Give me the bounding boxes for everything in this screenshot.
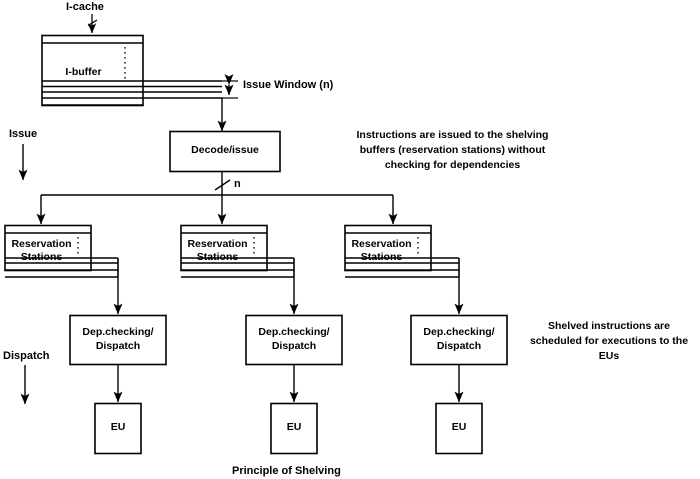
decode-to-bus-connector xyxy=(214,171,231,195)
reservation-station-box-2 xyxy=(180,224,295,278)
eu-box-1 xyxy=(94,402,142,455)
issue-annotation: Instructions are issued to the shelving … xyxy=(325,128,580,174)
issue-window-lines xyxy=(42,80,238,106)
dep-checking-box-2 xyxy=(245,314,343,366)
issue-window-label: Issue Window (n) xyxy=(243,79,334,91)
ibuffer-box xyxy=(41,34,144,107)
eu-box-2 xyxy=(270,402,318,455)
issue-label: Issue xyxy=(9,128,38,140)
dep-checking-box-1 xyxy=(69,314,167,366)
dispatch-annotation-text: Shelved instructions are scheduled for e… xyxy=(529,320,689,363)
bus-width-label: n xyxy=(234,178,241,190)
diagram-caption: Principle of Shelving xyxy=(232,465,341,477)
icache-arrow xyxy=(87,14,98,34)
issue-annotation-text: Instructions are issued to the shelving … xyxy=(356,129,549,172)
dep-checking-box-3 xyxy=(410,314,508,366)
icache-label: I-cache xyxy=(66,1,104,13)
dispatch-label: Dispatch xyxy=(3,350,50,362)
eu-box-3 xyxy=(435,402,483,455)
dispatch-annotation: Shelved instructions are scheduled for e… xyxy=(520,319,698,365)
reservation-station-box-3 xyxy=(344,224,460,278)
reservation-station-box-1 xyxy=(4,224,119,278)
issue-distribution-bus xyxy=(36,194,398,225)
decode-issue-box xyxy=(169,130,281,173)
